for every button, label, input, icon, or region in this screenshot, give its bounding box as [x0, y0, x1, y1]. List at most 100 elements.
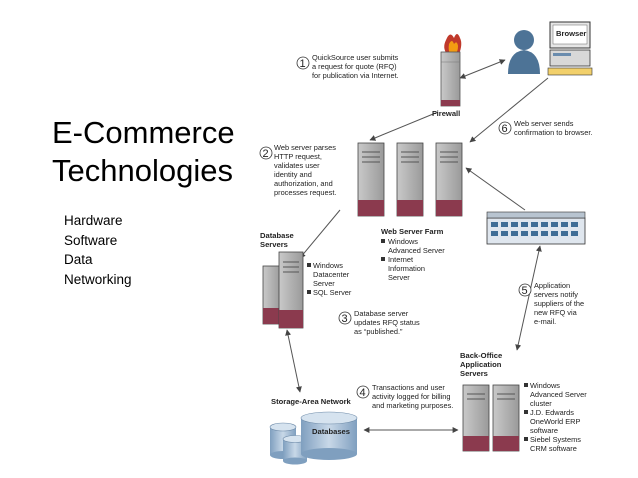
- topic-item: Software: [64, 232, 118, 248]
- topic-item: Networking: [64, 271, 132, 287]
- bullet-square: [381, 239, 385, 243]
- webfarm-browser-arrow: [469, 77, 549, 143]
- web-farm-os-line: Windows: [388, 237, 418, 246]
- step-text-line: Transactions and user: [372, 383, 445, 392]
- browser-firewall-arrow: [459, 59, 506, 79]
- step-text-line: as “published.”: [354, 327, 403, 336]
- step-number: 5: [522, 285, 528, 297]
- web-server-3: [435, 142, 463, 217]
- backoffice-spec-line: J.D. Edwards: [530, 408, 574, 417]
- step-4: 4 Transactions and user activity logged …: [356, 383, 453, 410]
- step-text-line: for publication via Internet.: [312, 71, 399, 80]
- step-3: 3 Database server updates RFQ status as …: [338, 309, 420, 336]
- step-text-line: new RFQ via: [534, 308, 578, 317]
- step-number: 6: [502, 123, 508, 135]
- web-server-1: [357, 142, 385, 217]
- computer-icon: [547, 21, 593, 76]
- step-text-line: servers notify: [534, 290, 578, 299]
- webfarm-db-arrow: [299, 209, 341, 259]
- backoffice-spec-line: cluster: [530, 399, 552, 408]
- step-text-line: processes request.: [274, 188, 336, 197]
- databases-icon: [269, 411, 358, 465]
- slide-title: E-Commerce Technologies: [52, 114, 235, 190]
- web-farm-iis-line: Information: [388, 264, 425, 273]
- step-1: 1 QuickSource user submits a request for…: [296, 53, 399, 80]
- web-server-farm-icon: [357, 142, 463, 217]
- step-number-badge: [259, 146, 273, 160]
- db-spec-line: Server: [313, 279, 335, 288]
- bullet-square: [307, 263, 311, 267]
- step-text-line: Application: [534, 281, 570, 290]
- web-farm-label: Web Server Farm: [381, 227, 444, 236]
- backoffice-spec-line: software: [530, 426, 558, 435]
- web-farm-os-line: Advanced Server: [388, 246, 445, 255]
- user-icon: [508, 30, 540, 74]
- step-number: 2: [263, 148, 269, 160]
- step-number: 3: [342, 313, 348, 325]
- backoffice-spec-line: Siebel Systems: [530, 435, 581, 444]
- db-sql-line: SQL Server: [313, 288, 352, 297]
- step-number: 1: [300, 58, 306, 70]
- db-label-line: Servers: [260, 240, 288, 249]
- step-text-line: suppliers of the: [534, 299, 584, 308]
- topic-item: Data: [64, 252, 93, 267]
- backoffice-spec-line: Windows: [530, 381, 560, 390]
- firewall-label: Firewall: [432, 109, 460, 118]
- firewall-icon: [440, 34, 462, 107]
- step-text-line: HTTP request,: [274, 152, 322, 161]
- title-line-1: E-Commerce: [52, 115, 235, 150]
- db-spec-line: Windows: [313, 261, 343, 270]
- backoffice-spec-line: CRM software: [530, 444, 577, 453]
- backoffice-servers-icon: [462, 384, 520, 452]
- db-spec-line: Datacenter: [313, 270, 350, 279]
- databases-label: Databases: [312, 427, 350, 436]
- web-farm-iis-line: Internet: [388, 255, 413, 264]
- step-number-badge: [518, 283, 532, 297]
- step-text-line: activity logged for billing: [372, 392, 450, 401]
- backoffice-spec-line: Advanced Server: [530, 390, 587, 399]
- step-text-line: and marketing purposes.: [372, 401, 453, 410]
- step-text-line: confirmation to browser.: [514, 128, 592, 137]
- connector-arrows: [285, 59, 549, 433]
- step-text-line: e-mail.: [534, 317, 556, 326]
- firewall-webfarm-arrow: [369, 111, 439, 141]
- storage-label: Storage-Area Network: [271, 397, 352, 406]
- step-text-line: QuickSource user submits: [312, 53, 399, 62]
- step-number-badge: [356, 385, 370, 399]
- step-text-line: updates RFQ status: [354, 318, 420, 327]
- backoffice-label-line: Back-Office: [460, 351, 502, 360]
- db-storage-arrow: [285, 329, 302, 393]
- step-number: 4: [360, 387, 366, 399]
- web-server-2: [396, 142, 424, 217]
- bullet-square: [524, 410, 528, 414]
- step-number-badge: [296, 56, 310, 70]
- browser-label: Browser: [556, 29, 586, 38]
- backoffice-label-line: Servers: [460, 369, 488, 378]
- step-text-line: Database server: [354, 309, 409, 318]
- backoffice-spec-line: OneWorld ERP: [530, 417, 580, 426]
- title-line-2: Technologies: [52, 153, 233, 188]
- terminal-webfarm-arrow: [465, 167, 526, 211]
- backoffice-label-line: Application: [460, 360, 502, 369]
- topic-list: Hardware Software Data Networking: [64, 211, 132, 289]
- step-text-line: a request for quote (RFQ): [312, 62, 397, 71]
- step-text-line: validates user: [274, 161, 320, 170]
- step-number-badge: [338, 311, 352, 325]
- step-2: 2 Web server parses HTTP request, valida…: [259, 143, 336, 197]
- step-text-line: Web server sends: [514, 119, 574, 128]
- bullet-square: [307, 290, 311, 294]
- step-text-line: identity and: [274, 170, 312, 179]
- step-number-badge: [498, 121, 512, 135]
- database-servers-icon: [262, 251, 304, 329]
- step-text-line: Web server parses: [274, 143, 336, 152]
- step-5: 5 Application servers notify suppliers o…: [518, 281, 584, 326]
- topic-item: Hardware: [64, 213, 123, 228]
- step-text-line: authorization, and: [274, 179, 333, 188]
- office-building-icon: [486, 211, 586, 245]
- db-label-line: Database: [260, 231, 294, 240]
- bullet-square: [381, 257, 385, 261]
- terminal-backoffice-arrow: [515, 245, 542, 351]
- bullet-square: [524, 383, 528, 387]
- bullet-square: [524, 437, 528, 441]
